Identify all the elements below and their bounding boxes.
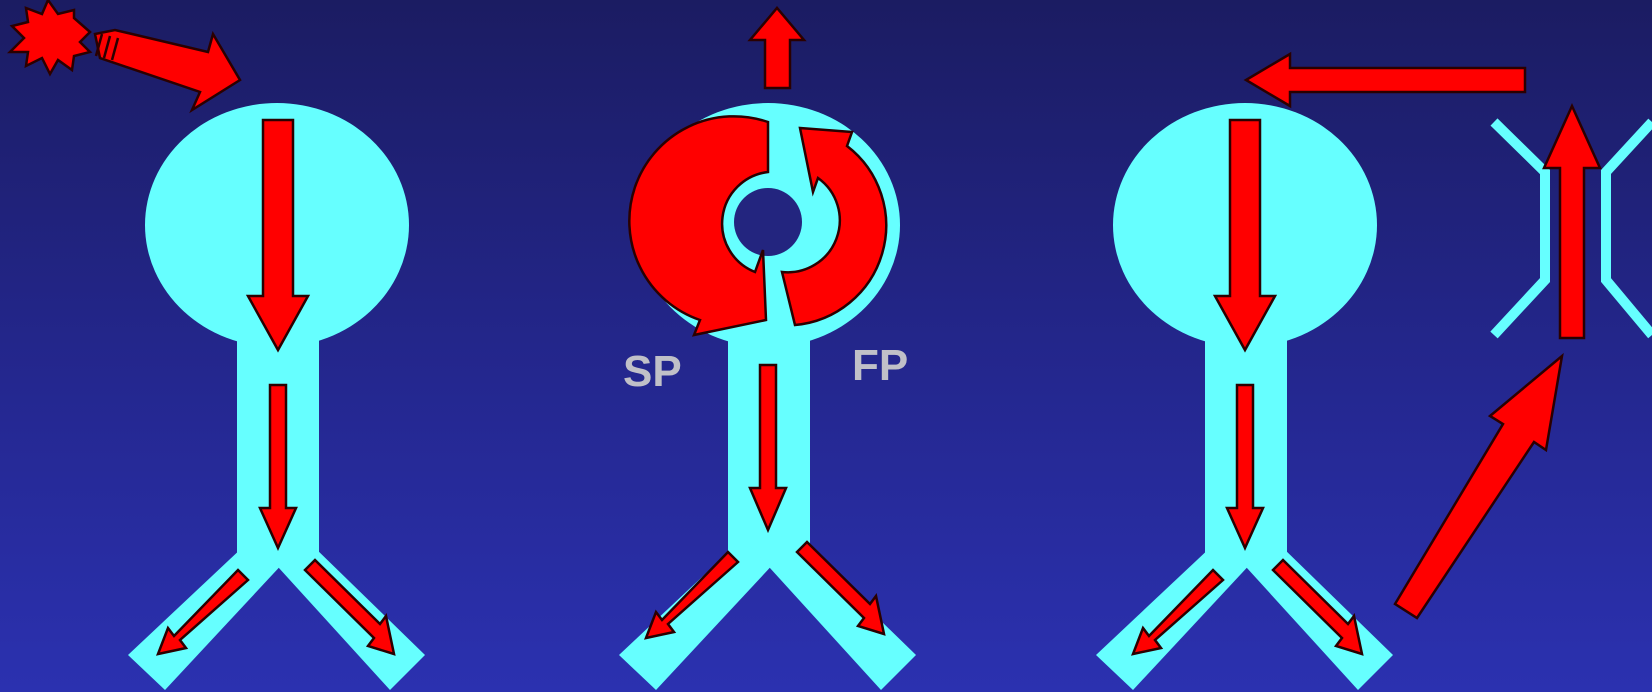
panel-3-retrograde-reentry: [1096, 54, 1652, 690]
fast-pathway-label: FP: [852, 341, 908, 390]
panel-3-top-left-arrow: [1246, 54, 1525, 106]
accessory-pathway-up-arrow: [1544, 106, 1600, 338]
retrograde-diagonal-arrow: [1395, 356, 1562, 618]
panel-2-up-arrow-exit: [750, 8, 804, 88]
stimulus-burst-icon: [10, 0, 90, 74]
slow-pathway-label: SP: [623, 347, 682, 396]
panel-1-external-stimulus: [10, 0, 425, 690]
stimulus-arrow: [95, 30, 240, 110]
